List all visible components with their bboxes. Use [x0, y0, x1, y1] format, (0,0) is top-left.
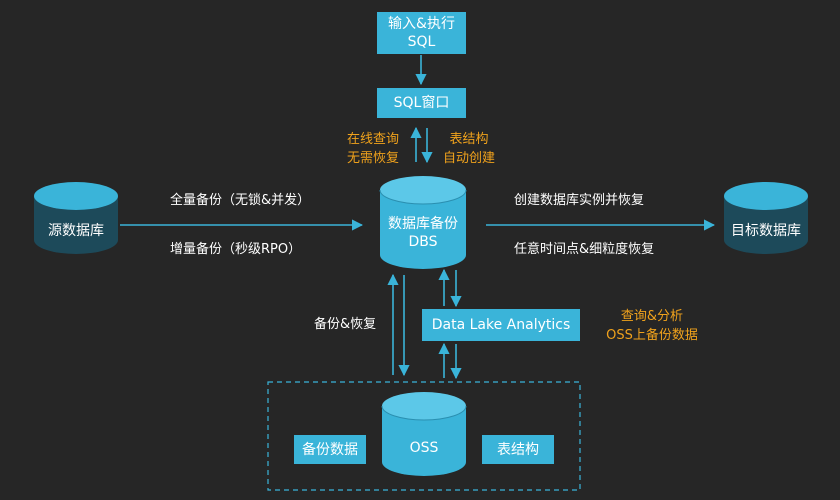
backup-data-box: 备份数据 [294, 435, 366, 464]
dbs-text: 数据库备份 DBS [380, 208, 466, 258]
table-structure-box: 表结构 [482, 435, 554, 464]
oss-label: OSS [409, 440, 439, 456]
table-structure-label: 表结构 [497, 441, 539, 458]
input-sql-line2: SQL [407, 34, 436, 50]
dbs-line1: 数据库备份 [388, 216, 458, 232]
backup-data-label: 备份数据 [302, 441, 358, 458]
point-restore-label: 任意时间点&细粒度恢复 [514, 242, 655, 257]
online-query-label: 在线查询 无需恢复 [340, 130, 406, 168]
table-auto-line1: 表结构 [449, 132, 489, 147]
oss-cylinder [381, 392, 467, 476]
source-db-text: 源数据库 [34, 214, 118, 248]
target-db-label: 目标数据库 [731, 223, 801, 239]
online-query-line1: 在线查询 [346, 132, 399, 147]
create-instance-label: 创建数据库实例并恢复 [514, 193, 645, 208]
query-analyze-line1: 查询&分析 [620, 309, 684, 324]
source-db-cylinder [34, 182, 118, 254]
table-auto-line2: 自动创建 [442, 151, 495, 166]
sql-window-box: SQL窗口 [377, 88, 466, 118]
source-db-label: 源数据库 [48, 223, 104, 239]
dbs-line2: DBS [408, 234, 438, 250]
input-execute-sql-box: 输入&执行 SQL [377, 12, 466, 54]
backup-restore-label: 备份&恢复 [314, 317, 377, 332]
sql-window-label: SQL窗口 [393, 95, 450, 111]
input-sql-line1: 输入&执行 [388, 16, 455, 32]
query-analyze-label: 查询&分析 OSS上备份数据 [596, 307, 708, 345]
table-auto-label: 表结构 自动创建 [436, 130, 502, 168]
dla-label: Data Lake Analytics [431, 317, 571, 333]
online-query-line2: 无需恢复 [346, 151, 399, 166]
target-db-text: 目标数据库 [724, 214, 808, 248]
query-analyze-line2: OSS上备份数据 [606, 328, 698, 343]
full-backup-label: 全量备份（无锁&并发） [170, 193, 311, 208]
dla-box: Data Lake Analytics [422, 309, 580, 341]
oss-container [267, 381, 581, 491]
target-db-cylinder [724, 182, 808, 254]
dbs-cylinder [379, 176, 467, 269]
incremental-backup-label: 增量备份（秒级RPO） [170, 242, 302, 257]
oss-text: OSS [382, 430, 466, 466]
